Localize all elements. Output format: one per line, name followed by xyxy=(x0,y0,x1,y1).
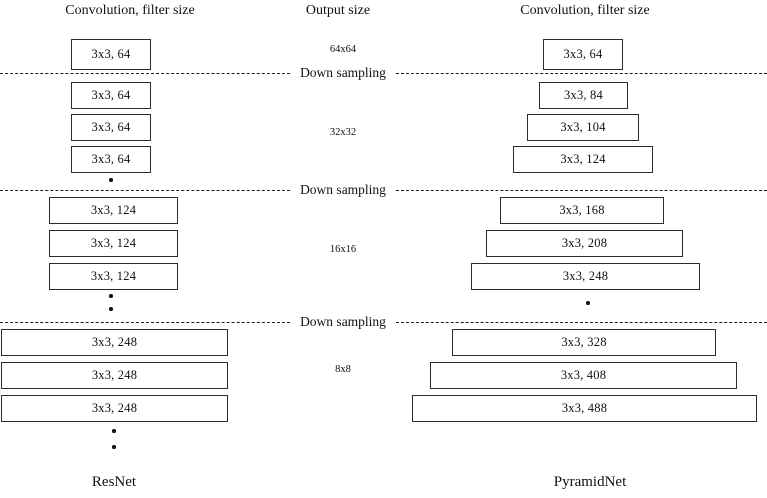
pyramidnet-block[interactable]: 3x3, 208 xyxy=(486,230,683,257)
resnet-ellipsis-dot xyxy=(112,429,116,433)
pyramidnet-ellipsis-dot xyxy=(586,301,590,305)
left-column-heading: Convolution, filter size xyxy=(65,3,195,18)
resnet-block[interactable]: 3x3, 64 xyxy=(71,39,151,70)
output-size-label-32x32: 32x32 xyxy=(329,127,357,138)
pyramidnet-block[interactable]: 3x3, 488 xyxy=(412,395,757,422)
resnet-block[interactable]: 3x3, 248 xyxy=(1,362,228,389)
downsampling-line-1-right xyxy=(396,73,767,74)
resnet-block[interactable]: 3x3, 248 xyxy=(1,395,228,422)
pyramidnet-block[interactable]: 3x3, 124 xyxy=(513,146,653,173)
resnet-ellipsis-dot xyxy=(112,445,116,449)
output-size-label-64x64: 64x64 xyxy=(329,44,357,55)
output-size-label-8x8: 8x8 xyxy=(335,364,351,375)
right-column-heading: Convolution, filter size xyxy=(520,3,650,18)
pyramidnet-block[interactable]: 3x3, 84 xyxy=(539,82,628,109)
left-column-footer: ResNet xyxy=(91,474,137,490)
downsampling-line-3-left xyxy=(0,322,290,323)
resnet-ellipsis-dot xyxy=(109,307,113,311)
center-column-heading: Output size xyxy=(305,3,371,18)
downsampling-line-3-right xyxy=(396,322,767,323)
pyramidnet-block[interactable]: 3x3, 408 xyxy=(430,362,737,389)
resnet-block[interactable]: 3x3, 64 xyxy=(71,146,151,173)
downsampling-label-1: Down sampling xyxy=(300,65,386,80)
downsampling-label-2: Down sampling xyxy=(300,182,386,197)
downsampling-line-2-right xyxy=(396,190,767,191)
pyramidnet-block[interactable]: 3x3, 64 xyxy=(543,39,623,70)
resnet-ellipsis-dot xyxy=(109,178,113,182)
pyramidnet-block[interactable]: 3x3, 328 xyxy=(452,329,716,356)
downsampling-line-1-left xyxy=(0,73,290,74)
resnet-block[interactable]: 3x3, 124 xyxy=(49,230,178,257)
resnet-block[interactable]: 3x3, 64 xyxy=(71,114,151,141)
downsampling-line-2-left xyxy=(0,190,290,191)
right-column-footer: PyramidNet xyxy=(553,474,627,490)
resnet-ellipsis-dot xyxy=(109,294,113,298)
pyramidnet-block[interactable]: 3x3, 248 xyxy=(471,263,700,290)
pyramidnet-block[interactable]: 3x3, 168 xyxy=(500,197,664,224)
output-size-label-16x16: 16x16 xyxy=(329,244,357,255)
downsampling-label-3: Down sampling xyxy=(300,314,386,329)
resnet-block[interactable]: 3x3, 64 xyxy=(71,82,151,109)
pyramidnet-block[interactable]: 3x3, 104 xyxy=(527,114,639,141)
resnet-block[interactable]: 3x3, 248 xyxy=(1,329,228,356)
resnet-block[interactable]: 3x3, 124 xyxy=(49,263,178,290)
resnet-block[interactable]: 3x3, 124 xyxy=(49,197,178,224)
